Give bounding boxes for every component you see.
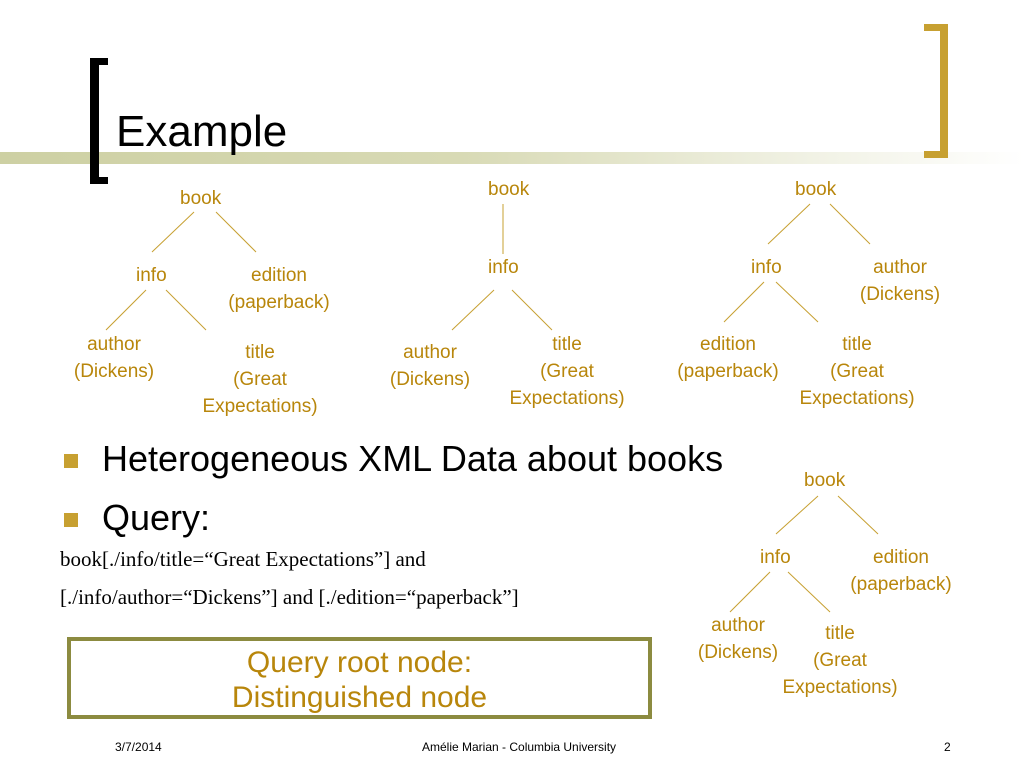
t4-node-author: author (Dickens) bbox=[690, 612, 786, 666]
t2-node-title-value-2: Expectations) bbox=[509, 388, 625, 409]
bullet-square-icon bbox=[64, 454, 78, 468]
callout-line-2: Distinguished node bbox=[231, 681, 488, 714]
t1-node-edition-value: (paperback) bbox=[228, 292, 330, 313]
right-bracket-decoration bbox=[924, 24, 948, 158]
t2-node-book: book bbox=[488, 179, 530, 200]
edge-t2-info-title bbox=[511, 289, 553, 331]
t4-node-edition-label: edition bbox=[873, 547, 929, 568]
t1-node-title-value-1: (Great bbox=[233, 369, 287, 390]
title-underline-bar bbox=[0, 152, 1024, 164]
edge-t1-info-author bbox=[105, 289, 147, 331]
t2-node-author: author (Dickens) bbox=[382, 339, 478, 393]
bullet-square-icon bbox=[64, 513, 78, 527]
edge-t1-book-edition bbox=[215, 211, 257, 253]
t2-node-title-label: title bbox=[552, 334, 582, 355]
t3-node-author: author (Dickens) bbox=[852, 254, 948, 308]
t4-node-edition-value: (paperback) bbox=[850, 574, 952, 595]
t3-node-edition-value: (paperback) bbox=[677, 361, 779, 382]
t4-node-author-label: author bbox=[711, 615, 765, 636]
t1-node-edition: edition (paperback) bbox=[219, 262, 339, 316]
callout-box: Query root node: Distinguished node bbox=[67, 637, 652, 719]
t3-node-info: info bbox=[751, 257, 782, 278]
left-bracket-decoration bbox=[90, 58, 108, 184]
t4-node-info: info bbox=[760, 547, 791, 568]
t2-node-title-value-1: (Great bbox=[540, 361, 594, 382]
edge-t1-book-info bbox=[151, 211, 195, 253]
t1-node-author: author (Dickens) bbox=[66, 331, 162, 385]
t3-node-book: book bbox=[795, 179, 837, 200]
t4-node-title-value-1: (Great bbox=[813, 650, 867, 671]
edge-t1-info-title bbox=[165, 289, 207, 331]
t3-node-title-value-1: (Great bbox=[830, 361, 884, 382]
t3-node-title: title (Great Expectations) bbox=[789, 331, 925, 412]
edge-t4-info-title bbox=[787, 571, 831, 613]
t1-node-author-label: author bbox=[87, 334, 141, 355]
t2-node-info: info bbox=[488, 257, 519, 278]
t1-node-author-value: (Dickens) bbox=[73, 361, 155, 382]
t3-node-edition: edition (paperback) bbox=[668, 331, 788, 385]
t3-node-title-label: title bbox=[842, 334, 872, 355]
edge-t3-info-edition bbox=[723, 281, 765, 323]
footer-date: 3/7/2014 bbox=[115, 740, 162, 754]
t1-node-book: book bbox=[180, 188, 222, 209]
bullet-text-2: Query: bbox=[102, 497, 211, 538]
query-line-2: [./info/author=“Dickens”] and [./edition… bbox=[60, 585, 519, 609]
t4-node-title: title (Great Expectations) bbox=[772, 620, 908, 701]
query-line-1: book[./info/title=“Great Expectations”] … bbox=[60, 547, 426, 571]
t1-node-edition-label: edition bbox=[251, 265, 307, 286]
t2-node-author-label: author bbox=[403, 342, 457, 363]
t4-node-edition: edition (paperback) bbox=[841, 544, 961, 598]
edge-t2-info-author bbox=[451, 289, 495, 331]
edge-t4-book-info bbox=[775, 495, 819, 535]
t4-node-title-label: title bbox=[825, 623, 855, 644]
t3-node-edition-label: edition bbox=[700, 334, 756, 355]
t4-node-author-value: (Dickens) bbox=[697, 642, 779, 663]
t3-node-author-value: (Dickens) bbox=[859, 284, 941, 305]
callout-line-1: Query root node: bbox=[246, 646, 473, 679]
t4-node-title-value-2: Expectations) bbox=[782, 677, 898, 698]
edge-t4-book-edition bbox=[837, 495, 879, 535]
edge-t3-book-info bbox=[767, 203, 811, 245]
t4-node-book: book bbox=[804, 470, 846, 491]
edge-t3-info-title bbox=[775, 281, 819, 323]
t2-node-author-value: (Dickens) bbox=[389, 369, 471, 390]
t1-node-title-value-2: Expectations) bbox=[202, 396, 318, 417]
slide-title: Example bbox=[116, 107, 288, 156]
t3-node-author-label: author bbox=[873, 257, 927, 278]
edge-t4-info-author bbox=[729, 571, 771, 613]
t2-node-title: title (Great Expectations) bbox=[499, 331, 635, 412]
t1-node-title: title (Great Expectations) bbox=[192, 339, 328, 420]
edge-t3-book-author bbox=[829, 203, 871, 245]
footer-author: Amélie Marian - Columbia University bbox=[422, 740, 617, 754]
t1-node-info: info bbox=[136, 265, 167, 286]
t1-node-title-label: title bbox=[245, 342, 275, 363]
bullet-text-1: Heterogeneous XML Data about books bbox=[102, 438, 724, 479]
footer-page-number: 2 bbox=[944, 740, 951, 754]
t3-node-title-value-2: Expectations) bbox=[799, 388, 915, 409]
